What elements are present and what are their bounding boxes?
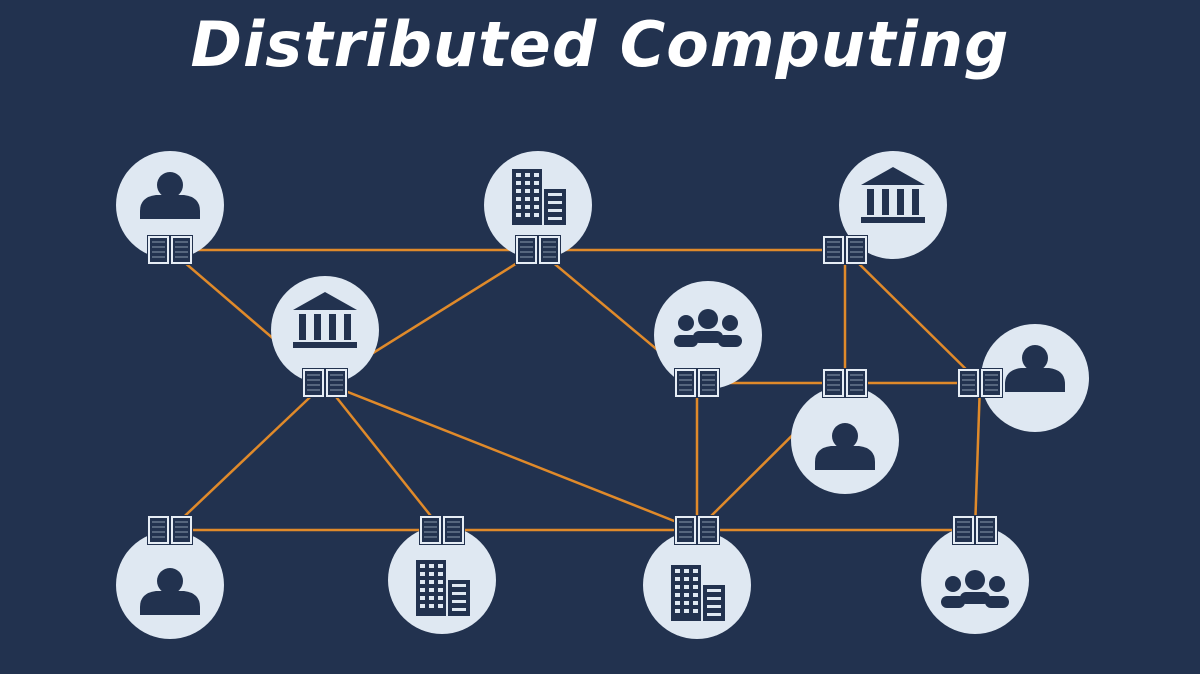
node-group bbox=[921, 526, 1029, 634]
network-link bbox=[324, 382, 443, 531]
node-person bbox=[116, 151, 224, 259]
server-icon bbox=[674, 368, 720, 398]
server-icon bbox=[515, 235, 561, 265]
node-bank bbox=[271, 276, 379, 384]
servers bbox=[147, 235, 1003, 545]
network-link bbox=[169, 382, 326, 531]
nodes bbox=[116, 151, 1089, 639]
bank-icon bbox=[293, 292, 357, 348]
person-icon bbox=[140, 172, 200, 219]
person-icon bbox=[815, 423, 875, 470]
node-circle bbox=[839, 151, 947, 259]
node-group bbox=[654, 281, 762, 389]
building-icon bbox=[671, 565, 725, 621]
node-building bbox=[643, 531, 751, 639]
node-building bbox=[484, 151, 592, 259]
node-person bbox=[981, 324, 1089, 432]
person-icon bbox=[1005, 345, 1065, 392]
server-icon bbox=[822, 235, 868, 265]
server-icon bbox=[302, 368, 348, 398]
server-icon bbox=[674, 515, 720, 545]
network-link bbox=[844, 249, 981, 384]
server-icon bbox=[952, 515, 998, 545]
bank-icon bbox=[861, 167, 925, 223]
node-bank bbox=[839, 151, 947, 259]
node-circle bbox=[271, 276, 379, 384]
server-icon bbox=[419, 515, 465, 545]
group-icon bbox=[674, 309, 742, 347]
network-link bbox=[324, 381, 698, 532]
building-icon bbox=[512, 169, 566, 225]
node-person bbox=[116, 531, 224, 639]
diagram-title: Distributed Computing bbox=[190, 8, 1010, 81]
server-icon bbox=[147, 235, 193, 265]
building-icon bbox=[416, 560, 470, 616]
group-icon bbox=[941, 570, 1009, 608]
node-building bbox=[388, 526, 496, 634]
server-icon bbox=[147, 515, 193, 545]
node-person bbox=[791, 386, 899, 494]
server-icon bbox=[957, 368, 1003, 398]
network-link bbox=[973, 382, 982, 531]
server-icon bbox=[822, 368, 868, 398]
person-icon bbox=[140, 568, 200, 615]
